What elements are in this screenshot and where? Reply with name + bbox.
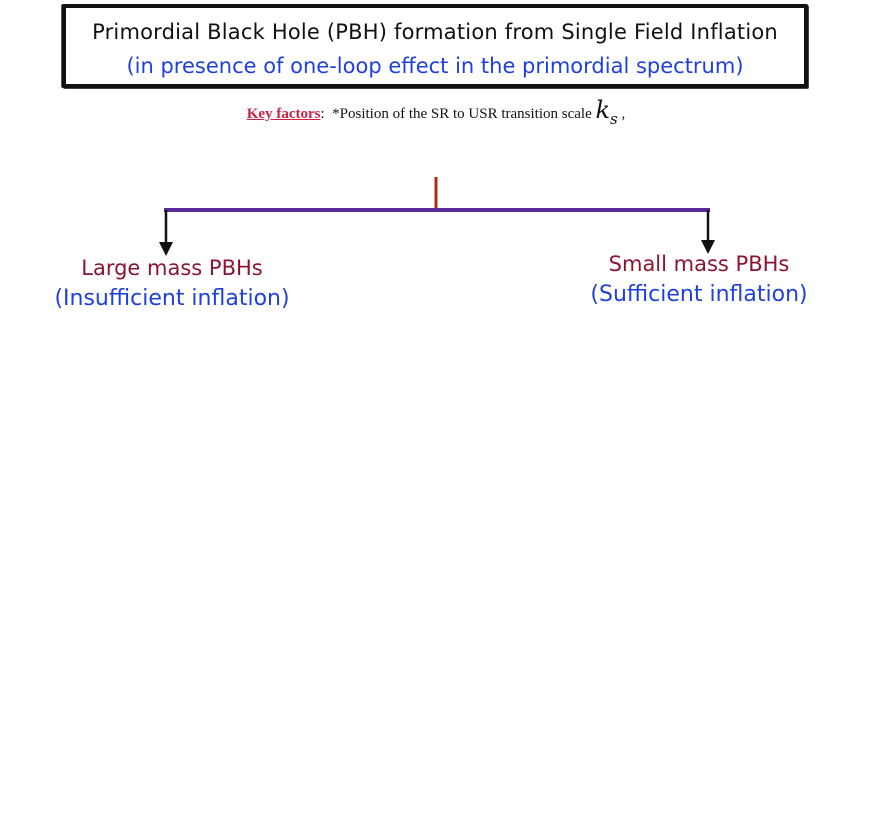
node-large-mass-title: Large mass PBHs (81, 256, 263, 280)
key-factors-separator: : (320, 106, 325, 122)
node-small-mass-pbhs: Small mass PBHs (Sufficient inflation) (564, 252, 834, 307)
diagram-subtitle: (in presence of one-loop effect in the p… (126, 54, 744, 78)
node-small-mass-subtitle: (Sufficient inflation) (590, 282, 808, 307)
node-large-mass-pbhs: Large mass PBHs (Insufficient inflation) (22, 256, 322, 311)
key-factors-trailing: , (621, 106, 626, 122)
key-factor-subscript: s (610, 110, 618, 128)
right-arrowhead (701, 240, 715, 254)
left-arrowhead (159, 242, 173, 256)
node-large-mass-subtitle: (Insufficient inflation) (54, 286, 290, 311)
key-factors-text: *Position of the SR to USR transition sc… (332, 106, 592, 122)
diagram-title: Primordial Black Hole (PBH) formation fr… (92, 20, 778, 44)
node-small-mass-title: Small mass PBHs (608, 252, 790, 276)
title-box: Primordial Black Hole (PBH) formation fr… (62, 4, 808, 88)
key-factors-label: Key factors (246, 106, 321, 122)
key-factor-symbol: k (595, 96, 611, 124)
key-factors-line: Key factors: *Position of the SR to USR … (0, 96, 872, 128)
